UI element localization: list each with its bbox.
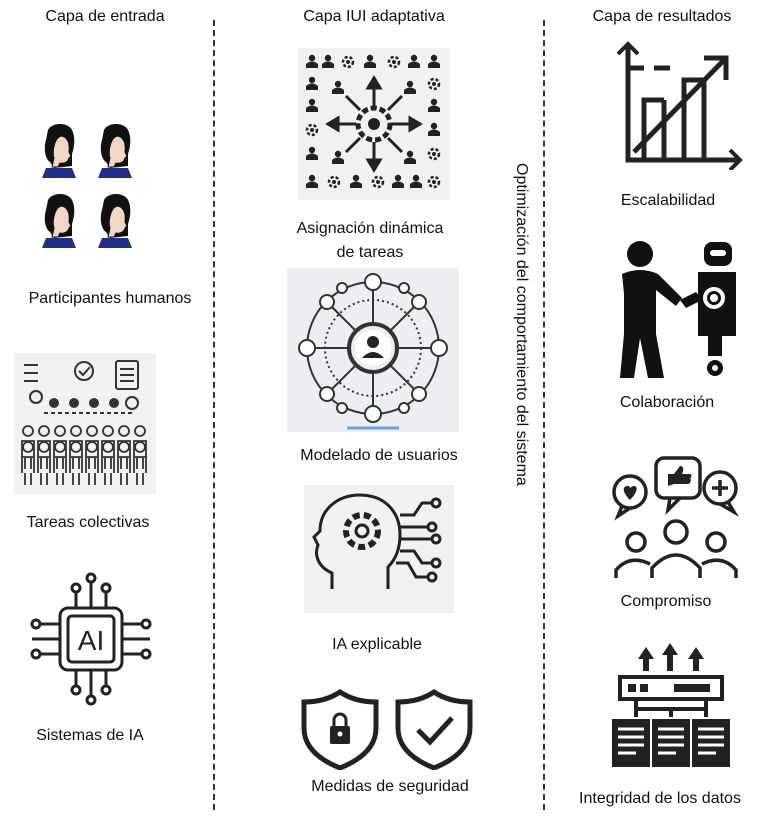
label-user-modeling: Modelado de usuarios — [300, 447, 458, 464]
label-data-integrity: Integridad de los datos — [579, 790, 741, 807]
engagement-group-icon — [608, 450, 744, 580]
label-ai-systems: Sistemas de IA — [36, 727, 144, 744]
ai-chip-icon: AI — [26, 572, 156, 710]
label-engagement: Compromiso — [620, 593, 712, 610]
ai-chip-text: AI — [78, 625, 104, 656]
label-collaboration: Colaboración — [619, 394, 715, 411]
collective-tasks-icon — [14, 353, 156, 494]
security-shields-icon — [300, 688, 476, 770]
label-collective-tasks: Tareas colectivas — [26, 514, 150, 531]
label-human-participants: Participantes humanos — [28, 290, 192, 307]
label-task-allocation-line2: de tareas — [336, 244, 404, 261]
divider-left — [213, 20, 215, 810]
scalability-chart-icon — [614, 40, 744, 170]
data-integrity-icon — [606, 643, 736, 775]
label-explainable-ai: IA explicable — [332, 636, 422, 653]
label-scalability: Escalabilidad — [620, 192, 716, 209]
collaboration-handshake-icon — [610, 238, 742, 380]
system-behavior-optimization-label: Optimización del comportamiento del sist… — [513, 163, 530, 486]
human-heads-icon — [38, 122, 148, 254]
user-modeling-icon — [287, 268, 459, 432]
label-security-measures: Medidas de seguridad — [311, 778, 469, 795]
explainable-ai-icon — [304, 485, 454, 613]
divider-right — [543, 20, 545, 810]
task-allocation-icon — [298, 48, 450, 200]
heading-adaptive-layer: Capa IUI adaptativa — [303, 8, 445, 25]
label-task-allocation-line1: Asignación dinámica — [296, 220, 444, 237]
heading-input-layer: Capa de entrada — [45, 8, 165, 25]
heading-results-layer: Capa de resultados — [592, 8, 732, 25]
